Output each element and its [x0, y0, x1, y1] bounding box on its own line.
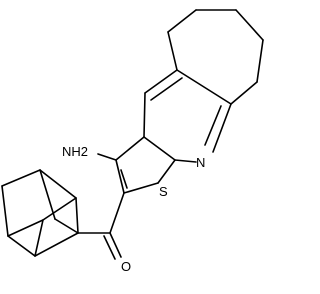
molecule-canvas: NH2 N S O: [1, 9, 264, 274]
thiophene-ring: [115, 136, 176, 194]
oxygen-label: O: [121, 259, 131, 274]
carbonyl-group: [77, 192, 125, 260]
nitrogen-label: N: [196, 155, 205, 170]
structure-diagram: NH2 N S O: [1, 9, 264, 274]
amine-bond: [97, 153, 117, 161]
sulfur-label: S: [159, 184, 168, 199]
adamantane-cage: [1, 169, 79, 257]
amine-label: NH2: [62, 144, 88, 159]
cycloheptane-ring: [167, 9, 264, 105]
pyridine-ring: [143, 69, 232, 163]
